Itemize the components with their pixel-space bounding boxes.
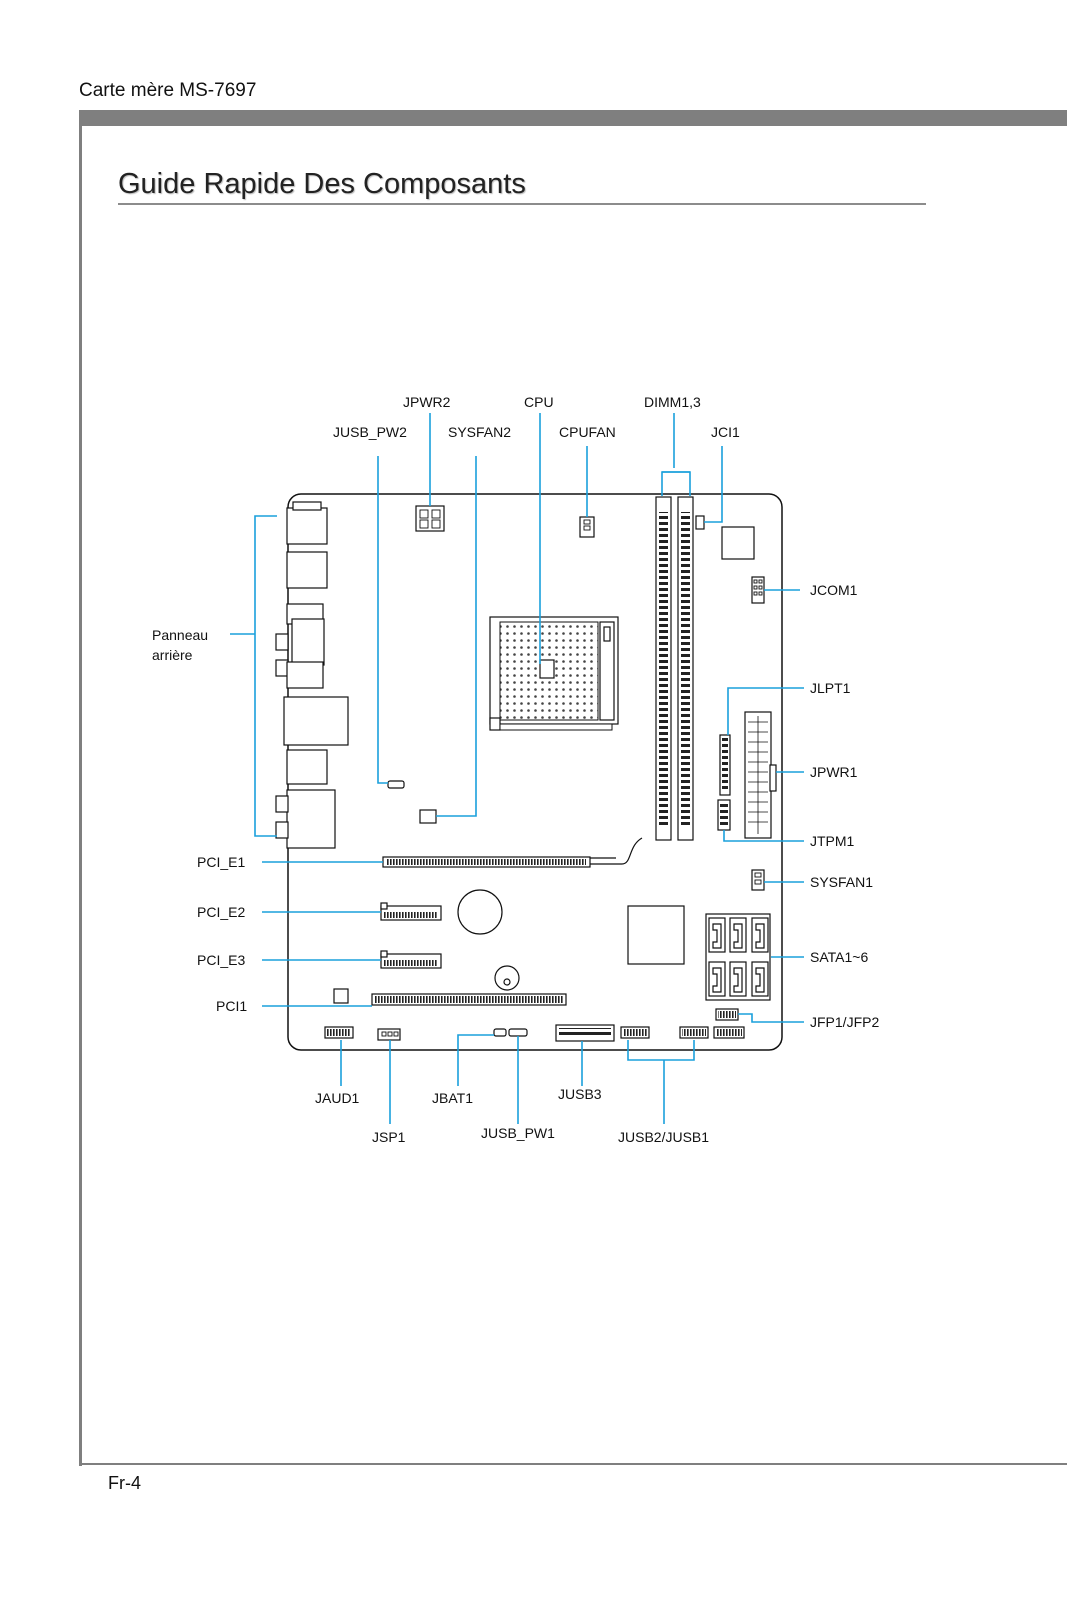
label-jaud1: JAUD1	[315, 1090, 360, 1106]
label-jci1: JCI1	[711, 424, 740, 440]
left-margin-rule	[79, 110, 82, 1466]
section-title: Guide Rapide Des Composants	[118, 168, 526, 200]
cpufan-header	[579, 516, 595, 538]
cpu-socket	[489, 616, 619, 731]
label-jusb-pw2: JUSB_PW2	[333, 424, 407, 440]
label-jpwr1: JPWR1	[810, 764, 858, 780]
label-jbat1: JBAT1	[432, 1090, 473, 1106]
superio-chip	[721, 526, 755, 560]
header-band	[79, 110, 1067, 126]
label-cpufan: CPUFAN	[559, 424, 616, 440]
label-jfp: JFP1/JFP2	[810, 1014, 879, 1030]
callout-lines	[230, 413, 804, 1124]
page-number: Fr-4	[108, 1473, 141, 1493]
label-sata: SATA1~6	[810, 949, 868, 965]
sysfan1-header	[751, 869, 765, 891]
title-underline	[118, 203, 926, 205]
label-pci-e1: PCI_E1	[197, 854, 245, 870]
label-arriere: arrière	[152, 647, 193, 663]
label-jlpt1: JLPT1	[810, 680, 851, 696]
label-sysfan1: SYSFAN1	[810, 874, 873, 890]
jusb-pw1-jumper	[508, 1028, 528, 1037]
dimm-slots	[655, 496, 694, 841]
small-ic	[333, 988, 349, 1004]
label-jtpm1: JTPM1	[810, 833, 855, 849]
jci1-header	[695, 515, 705, 530]
label-sysfan2: SYSFAN2	[448, 424, 511, 440]
footer-rule	[79, 1463, 1067, 1465]
jpwr2-connector	[415, 505, 445, 532]
label-jusb-pw1: JUSB_PW1	[481, 1125, 555, 1141]
label-jpwr2: JPWR2	[403, 394, 451, 410]
rear-panel-ports	[275, 501, 349, 849]
label-jusb3: JUSB3	[558, 1086, 602, 1102]
pci1-slot	[371, 993, 567, 1006]
label-cpu: CPU	[524, 394, 554, 410]
pci-e3-slot	[380, 950, 442, 969]
label-panneau: Panneau	[152, 627, 208, 643]
label-pci-e3: PCI_E3	[197, 952, 245, 968]
label-pci-e2: PCI_E2	[197, 904, 245, 920]
chipset	[627, 905, 685, 965]
label-dimm: DIMM1,3	[644, 394, 701, 410]
jbat1-jumper	[493, 1028, 507, 1037]
label-jsp1: JSP1	[372, 1129, 406, 1145]
battery	[494, 965, 520, 991]
label-jcom1: JCOM1	[810, 582, 858, 598]
jcom1-header	[751, 576, 765, 604]
jusb-pw2-jumper	[387, 780, 405, 789]
sata-connectors	[705, 913, 771, 1001]
label-pci1: PCI1	[216, 998, 247, 1014]
motherboard-diagram: JPWR2 CPU DIMM1,3 JUSB_PW2 SYSFAN2 CPUFA…	[152, 394, 879, 1145]
jpwr1-connector	[744, 711, 777, 839]
running-header: Carte mère MS-7697	[79, 80, 257, 101]
capacitor	[457, 889, 503, 935]
label-jusb2-jusb1: JUSB2/JUSB1	[618, 1129, 709, 1145]
pci-e2-slot	[380, 902, 442, 921]
jsp1-header	[377, 1028, 401, 1041]
sysfan2-header	[419, 809, 437, 824]
jusb3-header	[555, 1024, 615, 1042]
